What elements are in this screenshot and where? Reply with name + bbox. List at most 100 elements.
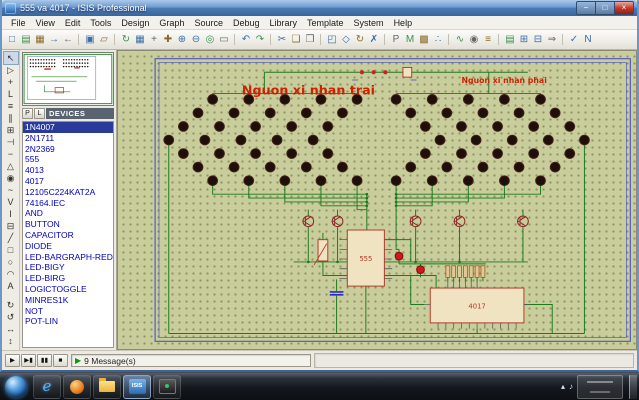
mirror-vertical-icon[interactable]: ↕ [8,336,13,346]
block-copy-icon[interactable]: ◰ [320,32,339,47]
rotate-clockwise-icon[interactable]: ↻ [6,300,15,310]
2d-arc-icon[interactable]: ◠ [6,269,15,279]
device-list-item[interactable]: 555 [25,154,40,165]
wire-autorouter-icon[interactable]: ∿ [448,32,467,47]
device-list-item[interactable]: LED-BIGY [25,262,65,273]
device-list-item[interactable]: LED-BIRG [25,273,66,284]
device-list-item[interactable]: 2N1711 [25,132,55,143]
zoom-all-icon[interactable]: ◎ [205,34,215,45]
mark-output-area-icon[interactable]: ▱ [100,34,108,45]
electrical-rule-check-icon[interactable]: ✓ [562,32,581,47]
selection-pointer-icon[interactable]: ↖ [2,51,19,65]
bus-mode-icon[interactable]: ∥ [8,113,13,123]
device-list-item[interactable]: 74164.IEC [25,197,66,208]
hidden-icons-arrow-icon[interactable]: ▴ [560,381,565,391]
zoom-area-icon[interactable]: ▭ [219,34,229,45]
new-sheet-icon[interactable]: ⊞ [519,34,529,45]
stop-button[interactable]: ■ [53,354,68,367]
internet-explorer-icon[interactable]: e [33,374,61,399]
zoom-out-icon[interactable]: ⊖ [191,34,201,45]
open-design-icon[interactable]: ▤ [21,34,31,45]
device-list-item[interactable]: 12105C224KAT2A [25,186,96,197]
menu-item[interactable]: Debug [232,17,260,28]
menu-item[interactable]: Source [194,17,223,28]
menu-item[interactable]: Help [393,17,413,28]
component-mode-icon[interactable]: ▷ [7,65,14,75]
remove-sheet-icon[interactable]: ⊟ [533,34,543,45]
minimize-button[interactable]: − [576,1,596,15]
device-list-item[interactable]: LED-BARGRAPH-RED [25,251,113,262]
virtual-instrument-icon[interactable]: ⊟ [6,221,15,231]
play-button[interactable]: ▶ [5,354,20,367]
make-device-icon[interactable]: M [405,34,415,45]
device-list-item[interactable]: CAPACITOR [25,229,74,240]
device-list-item[interactable]: 1N4007 [23,122,113,133]
device-list-item[interactable]: POT-LIN [25,316,59,327]
copy-icon[interactable]: ❏ [291,34,301,45]
device-list-item[interactable]: 4017 [25,175,44,186]
text-script-icon[interactable]: ≡ [7,101,14,111]
device-list-item[interactable]: 4013 [25,165,44,176]
graph-mode-icon[interactable]: △ [7,161,14,171]
netlist-compiler-icon[interactable]: N [584,34,592,45]
goto-sheet-icon[interactable]: ⇒ [547,34,557,45]
paste-icon[interactable]: ❒ [305,34,315,45]
menu-item[interactable]: Design [121,17,150,28]
new-design-icon[interactable]: □ [8,34,16,45]
menu-item[interactable]: File [11,17,26,28]
menu-item[interactable]: Library [269,17,298,28]
false-origin-icon[interactable]: + [151,34,157,45]
device-list-item[interactable]: NOT [25,305,43,316]
menu-item[interactable]: Graph [159,17,185,28]
block-rotate-icon[interactable]: ↻ [355,34,365,45]
device-list-item[interactable]: BUTTON [25,219,60,230]
explorer-folder-icon[interactable] [93,374,121,399]
device-list-item[interactable]: LOGICTOGGLE [25,283,87,294]
block-delete-icon[interactable]: ✗ [369,34,379,45]
toggle-grid-icon[interactable]: ▦ [135,34,145,45]
print-design-icon[interactable]: ▣ [78,32,97,47]
export-section-icon[interactable]: ← [63,34,73,45]
wire-label-icon[interactable]: L [7,89,13,99]
tray-clock[interactable] [577,374,623,399]
cut-icon[interactable]: ✂ [270,32,289,47]
step-button[interactable]: ▶▮ [21,354,36,367]
menu-item[interactable]: System [353,17,384,28]
redo-icon[interactable]: ↷ [255,34,265,45]
device-list-item[interactable]: AND [25,208,43,219]
menu-item[interactable]: View [35,17,55,28]
block-move-icon[interactable]: ◇ [342,34,350,45]
2d-circle-icon[interactable]: ○ [7,257,14,267]
redraw-icon[interactable]: ↻ [114,32,133,47]
rotate-anticlockwise-icon[interactable]: ↺ [6,312,15,322]
device-list-item[interactable]: MINRES1K [25,294,69,305]
import-section-icon[interactable]: → [49,34,59,45]
pick-devices-button[interactable]: P [22,108,33,119]
pause-button[interactable]: ▮▮ [37,354,52,367]
packaging-tool-icon[interactable]: ▩ [419,34,429,45]
2d-text-icon[interactable]: A [7,281,14,291]
device-list-item[interactable]: 2N2369 [25,143,55,154]
save-design-icon[interactable]: ▦ [35,34,45,45]
current-probe-icon[interactable]: I [9,209,12,219]
message-log[interactable]: ▶ 9 Message(s) [71,354,311,367]
schematic-canvas[interactable]: 555 [116,50,637,350]
close-button[interactable]: × [614,1,634,15]
tray-volume-icon[interactable]: ♪ [569,381,573,391]
mirror-horizontal-icon[interactable]: ↔ [6,324,15,334]
titlebar[interactable]: 555 va 4017 - ISIS Professional −□× [2,0,637,16]
property-assignment-icon[interactable]: ≡ [485,34,491,45]
start-button[interactable] [5,375,27,398]
tape-recorder-icon[interactable]: ◉ [6,173,15,183]
search-tag-icon[interactable]: ◉ [469,34,479,45]
pan-center-icon[interactable]: ✚ [163,34,173,45]
voltage-probe-icon[interactable]: V [7,197,14,207]
isis-taskbar-button[interactable]: ISIS [123,374,151,399]
generator-mode-icon[interactable]: ~ [7,185,14,195]
library-manager-button[interactable]: L [34,108,45,119]
menu-item[interactable]: Edit [64,17,81,28]
junction-dot-icon[interactable]: + [7,77,14,87]
device-pin-icon[interactable]: − [7,149,14,159]
schematic-overview[interactable] [22,52,114,106]
subcircuit-icon[interactable]: ⊞ [6,125,15,135]
